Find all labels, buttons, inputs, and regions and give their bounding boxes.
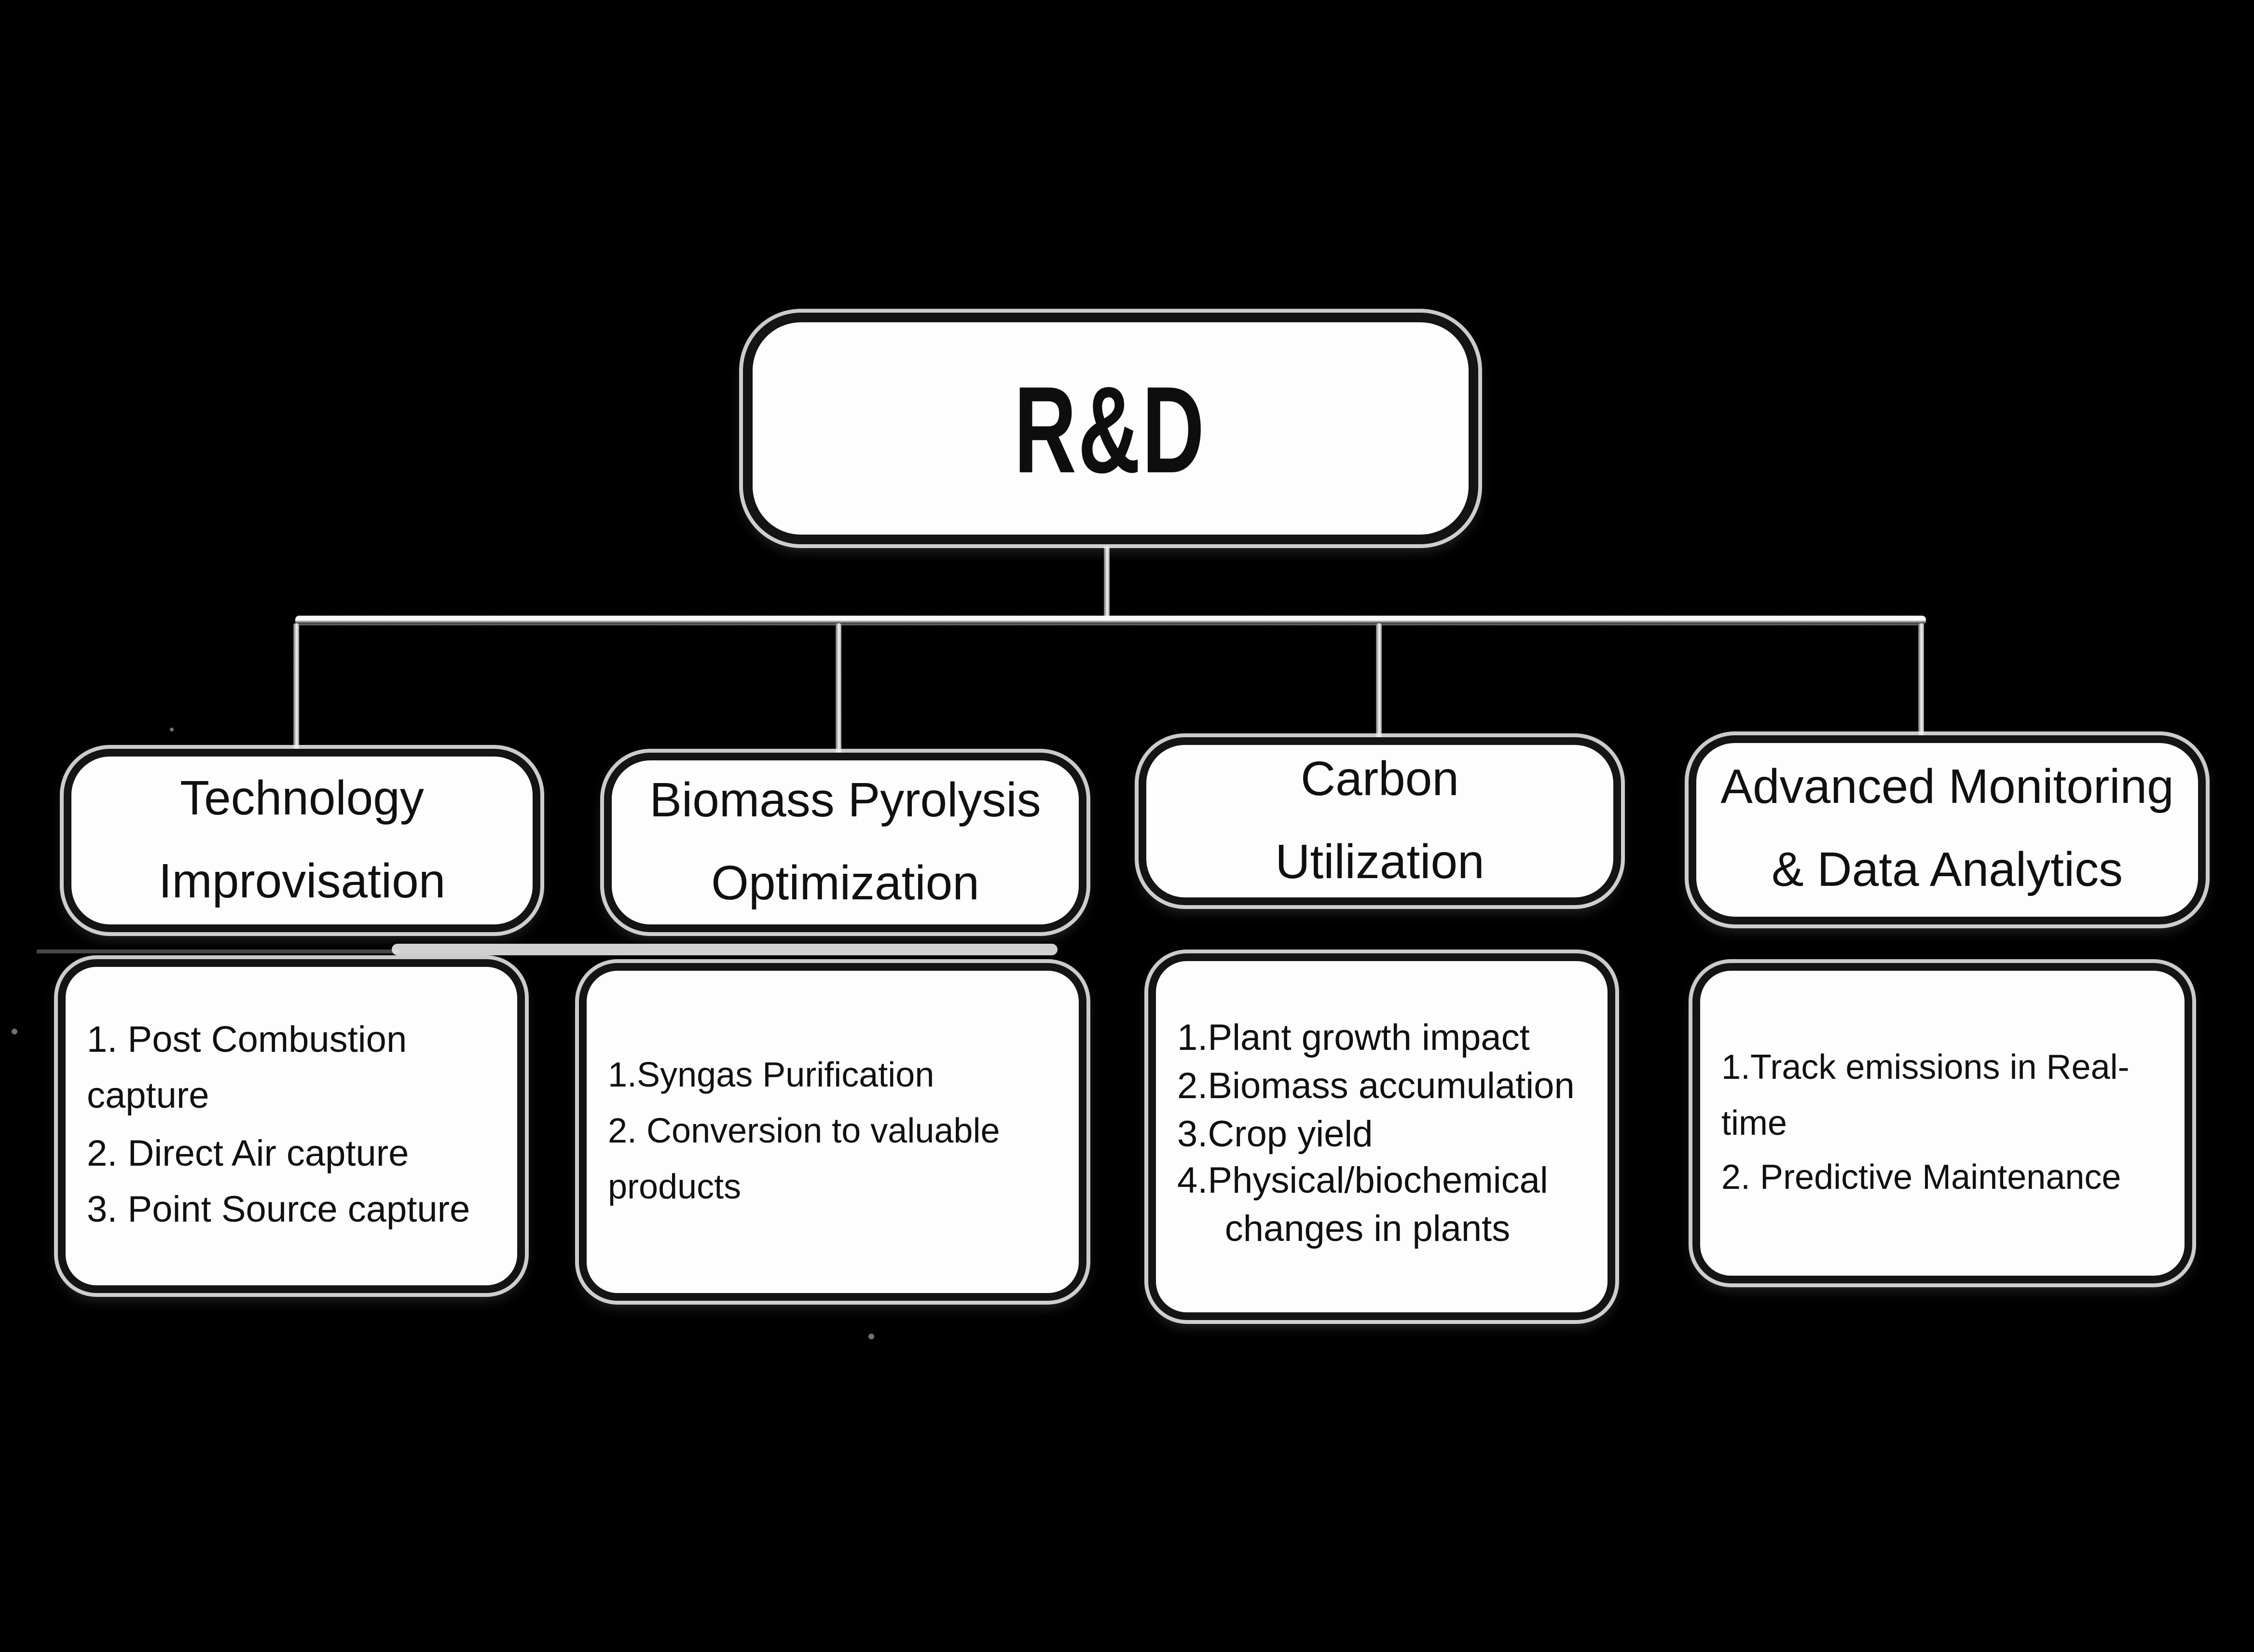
- branch-title-line: & Data Analytics: [1771, 843, 2123, 897]
- detail-item: 2.Biomass accumulation: [1177, 1067, 1575, 1108]
- dust-speck: [12, 1029, 17, 1034]
- branch-node-advanced-monitoring-data-analytics: Advanced Monitoring & Data Analytics: [1689, 735, 2206, 924]
- detail-item: 2. Predictive Maintenance: [1721, 1158, 2121, 1198]
- detail-item: 1.Syngas Purification: [608, 1055, 935, 1094]
- detail-node-carbon-utilization: 1.Plant growth impact 2.Biomass accumula…: [1148, 953, 1615, 1320]
- connector-drop-3: [1376, 623, 1382, 739]
- branch-title-line: Utilization: [1275, 835, 1484, 889]
- detail-item: 1.Track emissions in Real-time: [1721, 1047, 2130, 1142]
- detail-node-advanced-monitoring-data-analytics: 1.Track emissions in Real-time 2. Predic…: [1692, 963, 2192, 1283]
- connector-drop-2: [836, 623, 841, 755]
- branch-title-line: Advanced Monitoring: [1720, 760, 2174, 814]
- branch-title-line: Carbon: [1301, 752, 1459, 806]
- scan-streak: [37, 950, 399, 953]
- detail-item: 1.Plant growth impact: [1177, 1019, 1530, 1060]
- detail-item: 1. Post Combustion capture: [87, 1020, 407, 1118]
- branch-node-carbon-utilization: Carbon Utilization: [1139, 737, 1621, 905]
- branch-title-line: Biomass Pyrolysis: [649, 773, 1041, 827]
- detail-item: 2. Conversion to valuable products: [608, 1111, 1000, 1207]
- root-node-rd: R&D: [743, 313, 1478, 544]
- connector-drop-4: [1918, 623, 1924, 737]
- root-node-label: R&D: [1015, 359, 1207, 498]
- connector-drop-1: [293, 623, 299, 751]
- detail-item: 3. Point Source capture: [87, 1190, 470, 1231]
- branch-node-biomass-pyrolysis-optimization: Biomass Pyrolysis Optimization: [604, 753, 1086, 932]
- dust-speck: [868, 1334, 874, 1339]
- connector-trunk: [295, 616, 1926, 625]
- connector-root-stem: [1104, 546, 1110, 621]
- dust-speck: [170, 728, 174, 731]
- branch-title-line: Optimization: [711, 856, 979, 910]
- branch-title-line: Technology: [180, 771, 424, 825]
- detail-item: 3.Crop yield: [1177, 1115, 1373, 1156]
- scan-highlight: [392, 944, 1058, 955]
- branch-title-line: Improvisation: [158, 854, 446, 908]
- detail-item: 4.Physical/biochemical changes in plants: [1177, 1162, 1548, 1251]
- branch-node-technology-improvisation: Technology Improvisation: [64, 749, 540, 932]
- detail-item: 2. Direct Air capture: [87, 1134, 409, 1174]
- detail-node-biomass-pyrolysis-optimization: 1.Syngas Purification 2. Conversion to v…: [579, 963, 1086, 1301]
- detail-node-technology-improvisation: 1. Post Combustion capture 2. Direct Air…: [58, 959, 525, 1293]
